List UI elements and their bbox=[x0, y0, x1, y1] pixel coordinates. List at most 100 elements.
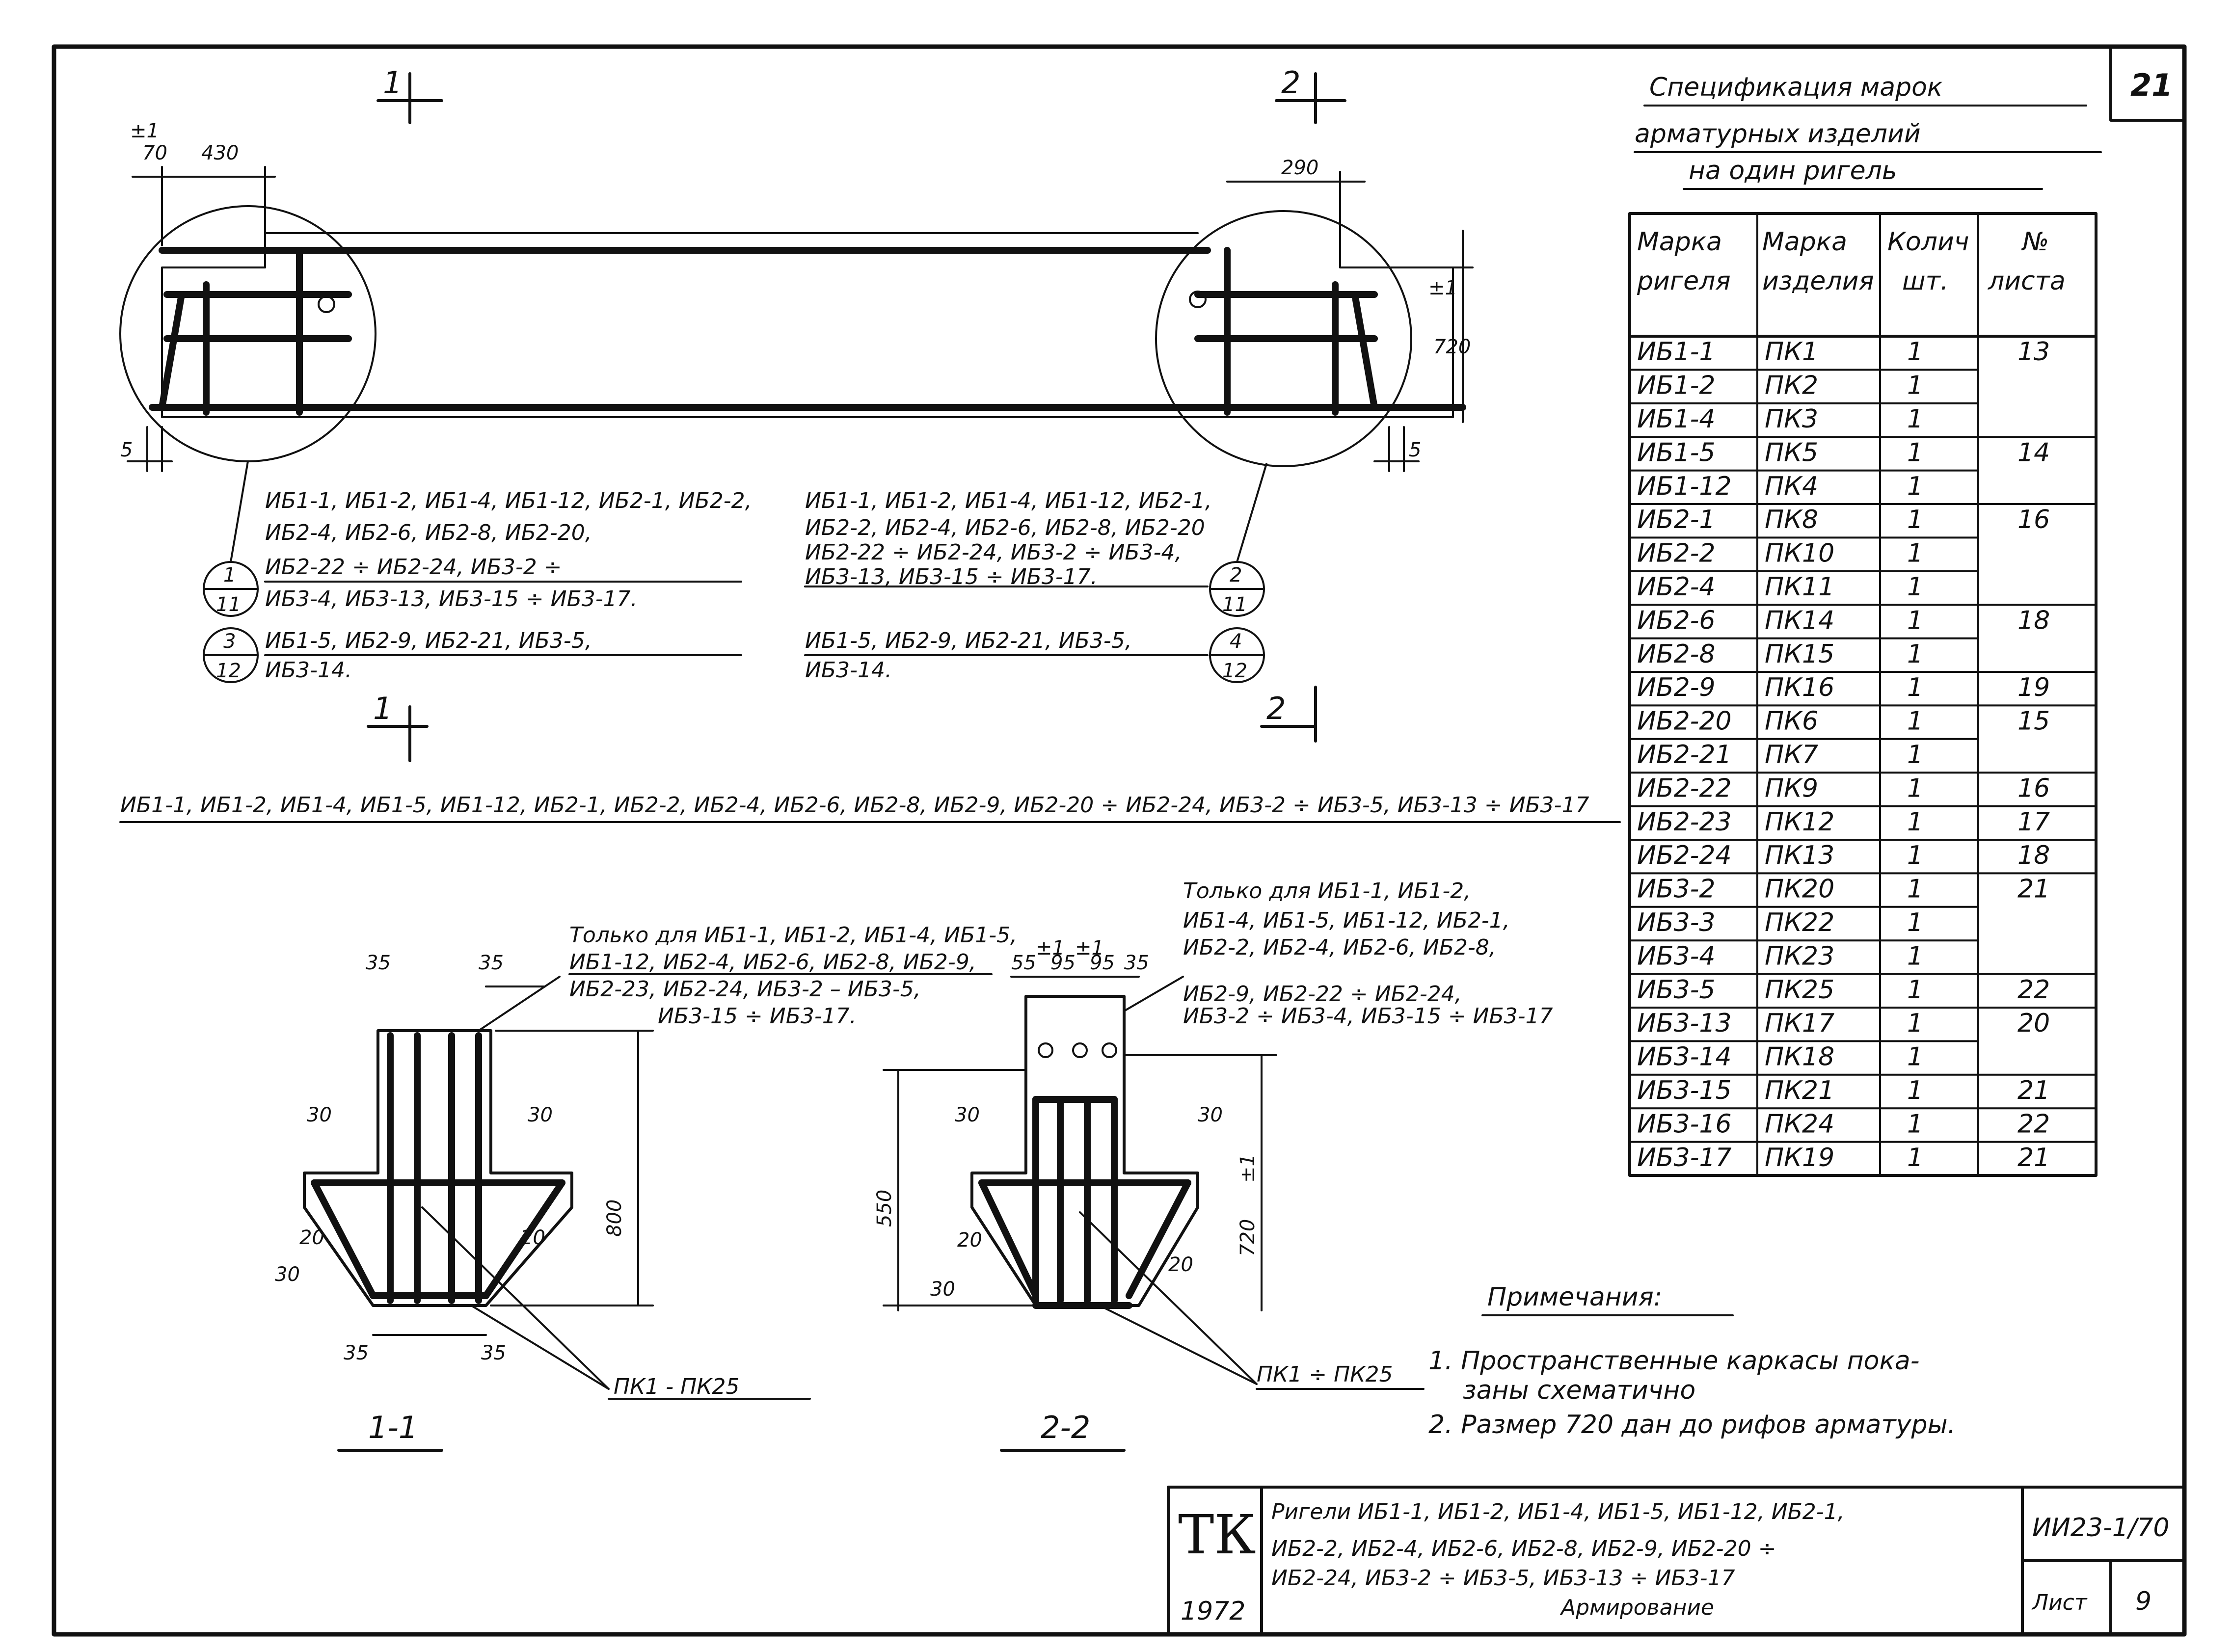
notes-title: Примечания: bbox=[1487, 1282, 1662, 1312]
spec-header-row: Марка ригеля Марка изделия Колич шт. № л… bbox=[1637, 227, 2066, 296]
svg-text:2: 2 bbox=[1281, 65, 1300, 101]
spec-sheet-no: 18 bbox=[2017, 841, 2050, 870]
spec-beam-mark: ИБ2-23 bbox=[1637, 807, 1732, 837]
spec-header-1a: Марка bbox=[1637, 227, 1722, 257]
svg-text:11: 11 bbox=[1222, 593, 1247, 616]
spec-beam-mark: ИБ3-3 bbox=[1637, 908, 1716, 937]
spec-qty: 1 bbox=[1907, 773, 1923, 803]
sheet-number-box bbox=[2109, 45, 2186, 122]
spec-qty: 1 bbox=[1907, 371, 1923, 400]
svg-text:35: 35 bbox=[481, 1342, 506, 1364]
title-desc-1: Ригели ИБ1-1, ИБ1-2, ИБ1-4, ИБ1-5, ИБ1-1… bbox=[1271, 1499, 1845, 1524]
svg-text:ИБ2-22 ÷ ИБ2-24, ИБ3-2 ÷: ИБ2-22 ÷ ИБ2-24, ИБ3-2 ÷ bbox=[265, 555, 562, 580]
left-detail-note: ИБ1-1, ИБ1-2, ИБ1-4, ИБ1-12, ИБ2-1, ИБ2-… bbox=[203, 488, 752, 683]
spec-item-mark: ПК16 bbox=[1765, 673, 1834, 702]
spec-item-mark: ПК15 bbox=[1765, 639, 1834, 669]
spec-title: Спецификация марок арматурных изделий на… bbox=[1634, 73, 2102, 190]
note-1a: 1. Пространственные каркасы пока- bbox=[1428, 1346, 1920, 1376]
notes: Примечания: 1. Пространственные каркасы … bbox=[1428, 1282, 1956, 1439]
svg-text:1: 1 bbox=[373, 691, 392, 726]
spec-qty: 1 bbox=[1907, 505, 1923, 534]
spec-qty: 1 bbox=[1907, 1143, 1923, 1172]
spec-beam-mark: ИБ3-4 bbox=[1637, 941, 1716, 971]
spec-qty: 1 bbox=[1907, 438, 1923, 467]
spec-item-mark: ПК11 bbox=[1765, 572, 1834, 602]
spec-qty: 1 bbox=[1907, 841, 1923, 870]
spec-sheet-no: 18 bbox=[2017, 606, 2050, 635]
spec-beam-mark: ИБ2-6 bbox=[1637, 606, 1716, 635]
spec-sheet-no: 16 bbox=[2017, 505, 2050, 534]
spec-beam-mark: ИБ1-2 bbox=[1637, 371, 1716, 400]
spec-beam-mark: ИБ3-13 bbox=[1637, 1009, 1732, 1038]
spec-item-mark: ПК22 bbox=[1765, 908, 1834, 937]
svg-text:12: 12 bbox=[1222, 660, 1247, 682]
spec-title-line-2: арматурных изделий bbox=[1635, 119, 1921, 149]
section-mark-1-bottom: 1 bbox=[367, 691, 429, 762]
spec-item-mark: ПК8 bbox=[1765, 505, 1818, 534]
spec-sheet-no: 22 bbox=[2017, 975, 2050, 1005]
spec-beam-mark: ИБ2-1 bbox=[1637, 505, 1716, 534]
svg-text:11: 11 bbox=[216, 593, 241, 616]
svg-text:ИБ2-4, ИБ2-6, ИБ2-8, ИБ2-20,: ИБ2-4, ИБ2-6, ИБ2-8, ИБ2-20, bbox=[265, 520, 592, 545]
title-block: ТК 1972 Ригели ИБ1-1, ИБ1-2, ИБ1-4, ИБ1-… bbox=[1167, 1486, 2186, 1636]
spec-sheet-no: 21 bbox=[2017, 875, 2050, 904]
svg-text:±1: ±1 bbox=[1036, 937, 1065, 959]
svg-text:ИБ3-15 ÷ ИБ3-17.: ИБ3-15 ÷ ИБ3-17. bbox=[658, 1004, 857, 1029]
spec-beam-mark: ИБ2-9 bbox=[1637, 673, 1716, 702]
svg-text:20: 20 bbox=[1168, 1253, 1193, 1276]
svg-text:35: 35 bbox=[479, 952, 504, 974]
spec-qty: 1 bbox=[1907, 404, 1923, 434]
spec-qty: 1 bbox=[1907, 975, 1923, 1005]
sheet-value: 9 bbox=[2135, 1587, 2151, 1616]
spec-qty: 1 bbox=[1907, 539, 1923, 568]
spec-item-mark: ПК19 bbox=[1765, 1143, 1834, 1172]
svg-text:20: 20 bbox=[299, 1226, 324, 1249]
spec-qty: 1 bbox=[1907, 1076, 1923, 1105]
title-desc-2: ИБ2-2, ИБ2-4, ИБ2-6, ИБ2-8, ИБ2-9, ИБ2-2… bbox=[1271, 1536, 1776, 1561]
svg-text:20: 20 bbox=[957, 1229, 982, 1252]
title-year: 1972 bbox=[1181, 1597, 1245, 1626]
svg-text:35: 35 bbox=[344, 1342, 369, 1364]
spec-beam-mark: ИБ3-2 bbox=[1637, 875, 1716, 904]
svg-text:95: 95 bbox=[1050, 952, 1076, 974]
svg-text:ИБ1-12, ИБ2-4, ИБ2-6, ИБ2-8, И: ИБ1-12, ИБ2-4, ИБ2-6, ИБ2-8, ИБ2-9, bbox=[569, 950, 976, 975]
spec-qty: 1 bbox=[1907, 337, 1923, 367]
section-mark-2-top: 2 bbox=[1275, 65, 1346, 124]
spec-qty: 1 bbox=[1907, 639, 1923, 669]
spec-qty: 1 bbox=[1907, 1109, 1923, 1139]
dim-720: 720 bbox=[1433, 336, 1471, 358]
section-1-1: 800 35 35 30 30 20 20 30 35 35 ПК1 - ПК2… bbox=[275, 923, 1017, 1452]
org-name: ТК bbox=[1178, 1503, 1256, 1566]
spec-item-mark: ПК20 bbox=[1765, 875, 1834, 904]
dim-70: 70 bbox=[142, 142, 167, 164]
svg-text:ИБ3-2 ÷ ИБ3-4, ИБ3-15 ÷ ИБ3-17: ИБ3-2 ÷ ИБ3-4, ИБ3-15 ÷ ИБ3-17 bbox=[1183, 1004, 1553, 1029]
dim-tol-right: ±1 bbox=[1428, 277, 1457, 299]
spec-beam-mark: ИБ2-4 bbox=[1637, 572, 1716, 602]
spec-qty: 1 bbox=[1907, 875, 1923, 904]
spec-sheet-no: 19 bbox=[2017, 673, 2050, 702]
spec-qty: 1 bbox=[1907, 941, 1923, 971]
svg-text:Только для ИБ1-1, ИБ1-2, ИБ1-4: Только для ИБ1-1, ИБ1-2, ИБ1-4, ИБ1-5, bbox=[569, 923, 1017, 948]
spec-sheet-no: 13 bbox=[2017, 337, 2050, 367]
spec-beam-mark: ИБ1-1 bbox=[1637, 337, 1716, 367]
note-1b: заны схематично bbox=[1463, 1376, 1695, 1405]
spec-sheet-no: 21 bbox=[2017, 1076, 2050, 1105]
svg-text:1: 1 bbox=[223, 564, 236, 586]
dim-720-section: 720 bbox=[1237, 1219, 1259, 1256]
spec-beam-mark: ИБ3-5 bbox=[1637, 975, 1716, 1005]
svg-text:1: 1 bbox=[383, 65, 402, 101]
spec-sheet-no: 16 bbox=[2017, 773, 2050, 803]
spec-beam-mark: ИБ2-20 bbox=[1637, 707, 1732, 736]
left-detail-circle bbox=[119, 205, 376, 462]
dim-550: 550 bbox=[873, 1190, 896, 1227]
spec-header-2a: Марка bbox=[1762, 227, 1847, 257]
spec-sheet-no: 21 bbox=[2017, 1143, 2050, 1172]
